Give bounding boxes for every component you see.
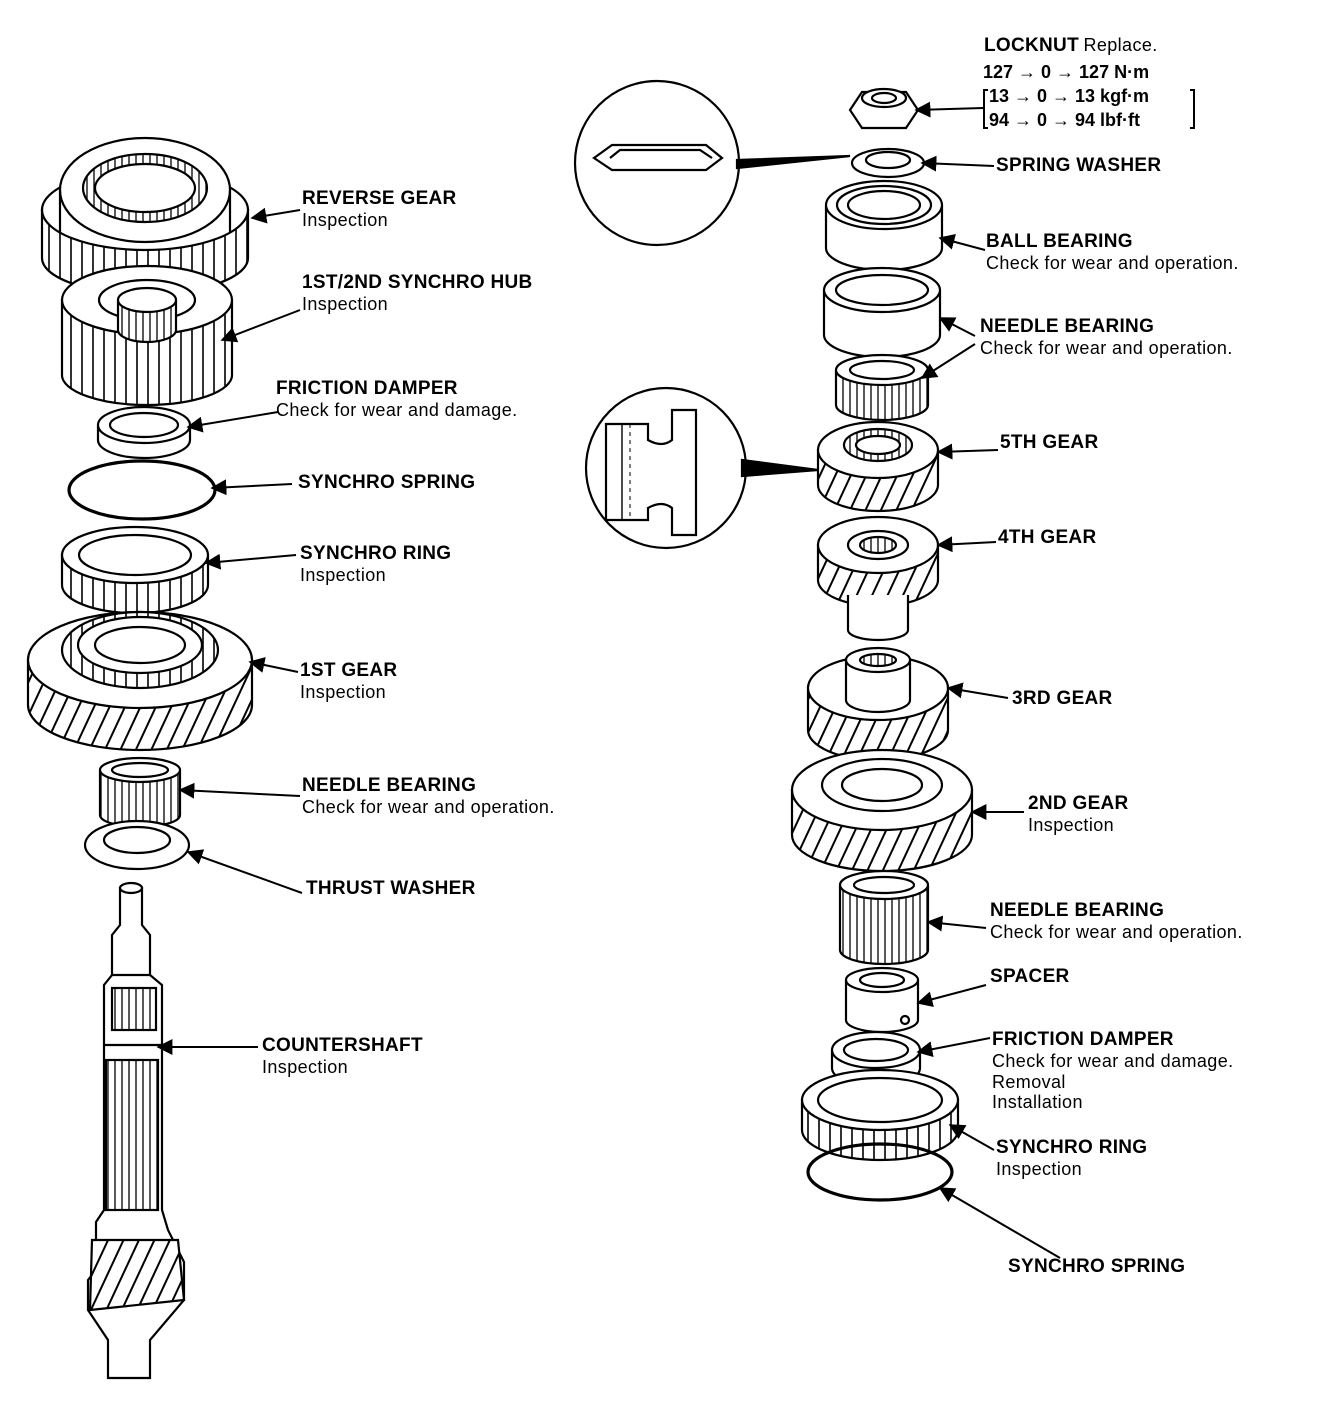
countershaft-note: Inspection xyxy=(262,1056,349,1077)
fourth-gear-label: 4TH GEAR xyxy=(998,527,1096,549)
friction-damper-label: FRICTION DAMPER Check for wear and damag… xyxy=(276,378,518,421)
spacer-part xyxy=(844,966,920,1034)
needle-bearing-collar-part xyxy=(822,266,942,359)
needle-bearing-bottom-note: Check for wear and operation. xyxy=(990,921,1243,942)
spring-washer-detail xyxy=(573,79,851,247)
synchro-ring-note: Inspection xyxy=(300,564,387,585)
synchro-ring-part xyxy=(60,525,210,615)
countershaft-label: COUNTERSHAFT Inspection xyxy=(262,1035,423,1078)
torque-lbfft: 94 → 0 → 94 lbf·ft xyxy=(989,110,1141,130)
synchro-ring-right-part xyxy=(800,1068,960,1162)
ball-bearing-part xyxy=(824,179,944,272)
needle-bearing-label: NEEDLE BEARING Check for wear and operat… xyxy=(302,775,555,818)
fourth-gear-part xyxy=(816,515,940,642)
needle-bearing-bottom-title: NEEDLE BEARING xyxy=(990,900,1165,921)
countershaft-title: COUNTERSHAFT xyxy=(262,1035,423,1056)
synchro-ring-right-label: SYNCHRO RING Inspection xyxy=(996,1137,1147,1180)
right-leader-lines xyxy=(914,101,1061,1259)
locknut-title: LOCKNUT xyxy=(984,35,1079,56)
first-gear-note: Inspection xyxy=(300,681,387,702)
locknut-torque-spec: 127 → 0 → 127 N·m 13 → 0 → 13 kgf·m 94 →… xyxy=(983,60,1149,132)
needle-bearing-note: Check for wear and operation. xyxy=(302,796,555,817)
needle-bearing-part xyxy=(98,756,182,829)
friction-damper-part xyxy=(96,405,192,460)
synchro-ring-right-note: Inspection xyxy=(996,1158,1083,1179)
needle-bearing-top-title: NEEDLE BEARING xyxy=(980,316,1155,337)
first-gear-title: 1ST GEAR xyxy=(300,660,398,681)
synchro-hub-title: 1ST/2ND SYNCHRO HUB xyxy=(302,272,533,293)
locknut-note: Replace. xyxy=(1083,35,1158,55)
fifth-gear-part xyxy=(816,420,940,513)
locknut-label: LOCKNUT Replace. xyxy=(984,35,1158,57)
torque-nm: 127 → 0 → 127 N·m xyxy=(983,62,1150,82)
friction-damper-title: FRICTION DAMPER xyxy=(276,378,458,399)
fifth-gear-label: 5TH GEAR xyxy=(1000,432,1098,454)
friction-damper-right-label: FRICTION DAMPER Check for wear and damag… xyxy=(992,1029,1234,1113)
spacer-label: SPACER xyxy=(990,966,1070,988)
fourth-gear-title: 4TH GEAR xyxy=(998,527,1097,548)
spring-washer-title: SPRING WASHER xyxy=(996,155,1162,176)
second-gear-title: 2ND GEAR xyxy=(1028,793,1129,814)
countershaft-part xyxy=(86,881,186,1380)
synchro-ring-title: SYNCHRO RING xyxy=(300,543,452,564)
synchro-spring-right-title: SYNCHRO SPRING xyxy=(1008,1256,1186,1277)
thrust-washer-title: THRUST WASHER xyxy=(306,878,476,899)
fifth-gear-tooth-detail xyxy=(584,386,819,550)
needle-bearing-title: NEEDLE BEARING xyxy=(302,775,477,796)
torque-kgfm: 13 → 0 → 13 kgf·m xyxy=(989,86,1150,106)
first-gear-label: 1ST GEAR Inspection xyxy=(300,660,397,703)
synchro-hub-part xyxy=(60,264,234,407)
reverse-gear-label: REVERSE GEAR Inspection xyxy=(302,188,457,231)
synchro-spring-label: SYNCHRO SPRING xyxy=(298,472,475,494)
synchro-hub-label: 1ST/2ND SYNCHRO HUB Inspection xyxy=(302,272,533,315)
thrust-washer-label: THRUST WASHER xyxy=(306,878,476,900)
spring-washer-label: SPRING WASHER xyxy=(996,155,1161,177)
locknut-part xyxy=(848,87,920,130)
second-gear-note: Inspection xyxy=(1028,814,1115,835)
reverse-gear-title: REVERSE GEAR xyxy=(302,188,457,209)
second-gear-part xyxy=(790,748,974,873)
second-gear-label: 2ND GEAR Inspection xyxy=(1028,793,1129,836)
needle-bearing-top-note: Check for wear and operation. xyxy=(980,337,1233,358)
synchro-spring-title: SYNCHRO SPRING xyxy=(298,472,476,493)
needle-bearing-bottom-label: NEEDLE BEARING Check for wear and operat… xyxy=(990,900,1243,943)
third-gear-part xyxy=(806,646,950,762)
fifth-gear-title: 5TH GEAR xyxy=(1000,432,1099,453)
synchro-spring-right-part xyxy=(806,1142,954,1202)
needle-bearing-upper-part xyxy=(834,353,930,422)
synchro-spring-part xyxy=(67,459,217,521)
synchro-ring-label: SYNCHRO RING Inspection xyxy=(300,543,451,586)
spacer-title: SPACER xyxy=(990,966,1070,987)
friction-damper-right-note-3: Installation xyxy=(992,1092,1083,1113)
third-gear-label: 3RD GEAR xyxy=(1012,688,1113,710)
synchro-ring-right-title: SYNCHRO RING xyxy=(996,1137,1148,1158)
ball-bearing-title: BALL BEARING xyxy=(986,231,1133,252)
synchro-hub-note: Inspection xyxy=(302,293,389,314)
torque-bracket xyxy=(983,89,1195,129)
spring-washer-part xyxy=(850,147,926,179)
friction-damper-right-note-2: Removal xyxy=(992,1071,1066,1092)
ball-bearing-label: BALL BEARING Check for wear and operatio… xyxy=(986,231,1239,274)
third-gear-title: 3RD GEAR xyxy=(1012,688,1113,709)
ball-bearing-note: Check for wear and operation. xyxy=(986,252,1239,273)
friction-damper-right-title: FRICTION DAMPER xyxy=(992,1029,1174,1050)
thrust-washer-part xyxy=(83,819,191,871)
needle-bearing-lower-part xyxy=(838,869,930,966)
needle-bearing-top-label: NEEDLE BEARING Check for wear and operat… xyxy=(980,316,1233,359)
synchro-spring-right-label: SYNCHRO SPRING xyxy=(1008,1256,1185,1278)
reverse-gear-note: Inspection xyxy=(302,209,389,230)
left-leader-lines xyxy=(156,207,303,1055)
first-gear-part xyxy=(26,610,254,752)
friction-damper-note: Check for wear and damage. xyxy=(276,399,518,420)
friction-damper-right-note-1: Check for wear and damage. xyxy=(992,1050,1234,1071)
